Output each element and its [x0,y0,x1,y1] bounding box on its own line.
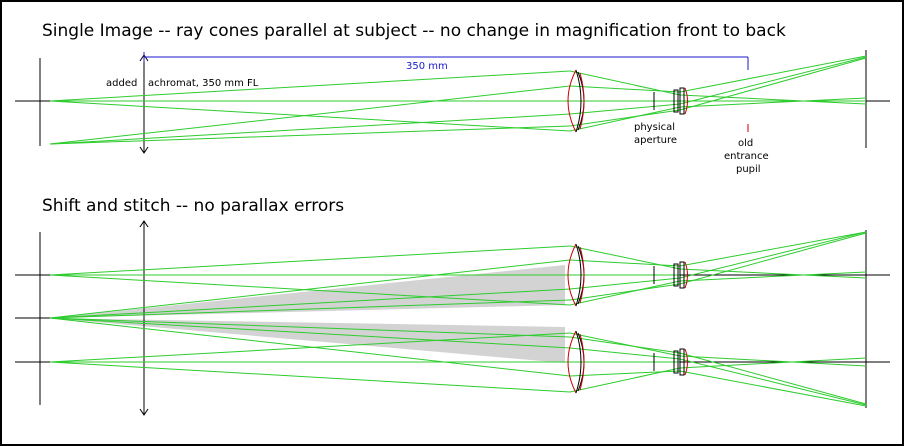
label-pupil: pupil [736,164,761,175]
dimension-label: 350 mm [406,61,448,72]
front-lens-element-2b [567,330,585,394]
label-physical: physical [634,122,675,133]
rear-lens-group-1 [673,87,688,115]
label-achromat: achromat, 350 mm FL [148,78,259,89]
label-entrance: entrance [724,151,769,162]
label-aperture: aperture [634,135,677,146]
label-added: added [106,78,137,89]
shaded-cone-upper [50,265,565,318]
diagram2-title: Shift and stitch -- no parallax errors [42,196,344,216]
diagram1-title: Single Image -- ray cones parallel at su… [42,21,786,41]
ray-fan-1 [49,55,867,145]
label-old: old [738,138,753,149]
achromat-lens-2 [139,220,149,416]
front-lens-element-1 [567,69,585,133]
dimension-350mm [143,52,749,70]
shaded-cone-lower [50,318,565,363]
ray-fan-2-upper [49,231,867,319]
front-lens-element-2a [567,243,585,307]
rear-lens-group-2a [673,261,688,289]
ray-fan-2-lower [49,317,867,407]
rear-lens-group-2b [673,348,688,376]
